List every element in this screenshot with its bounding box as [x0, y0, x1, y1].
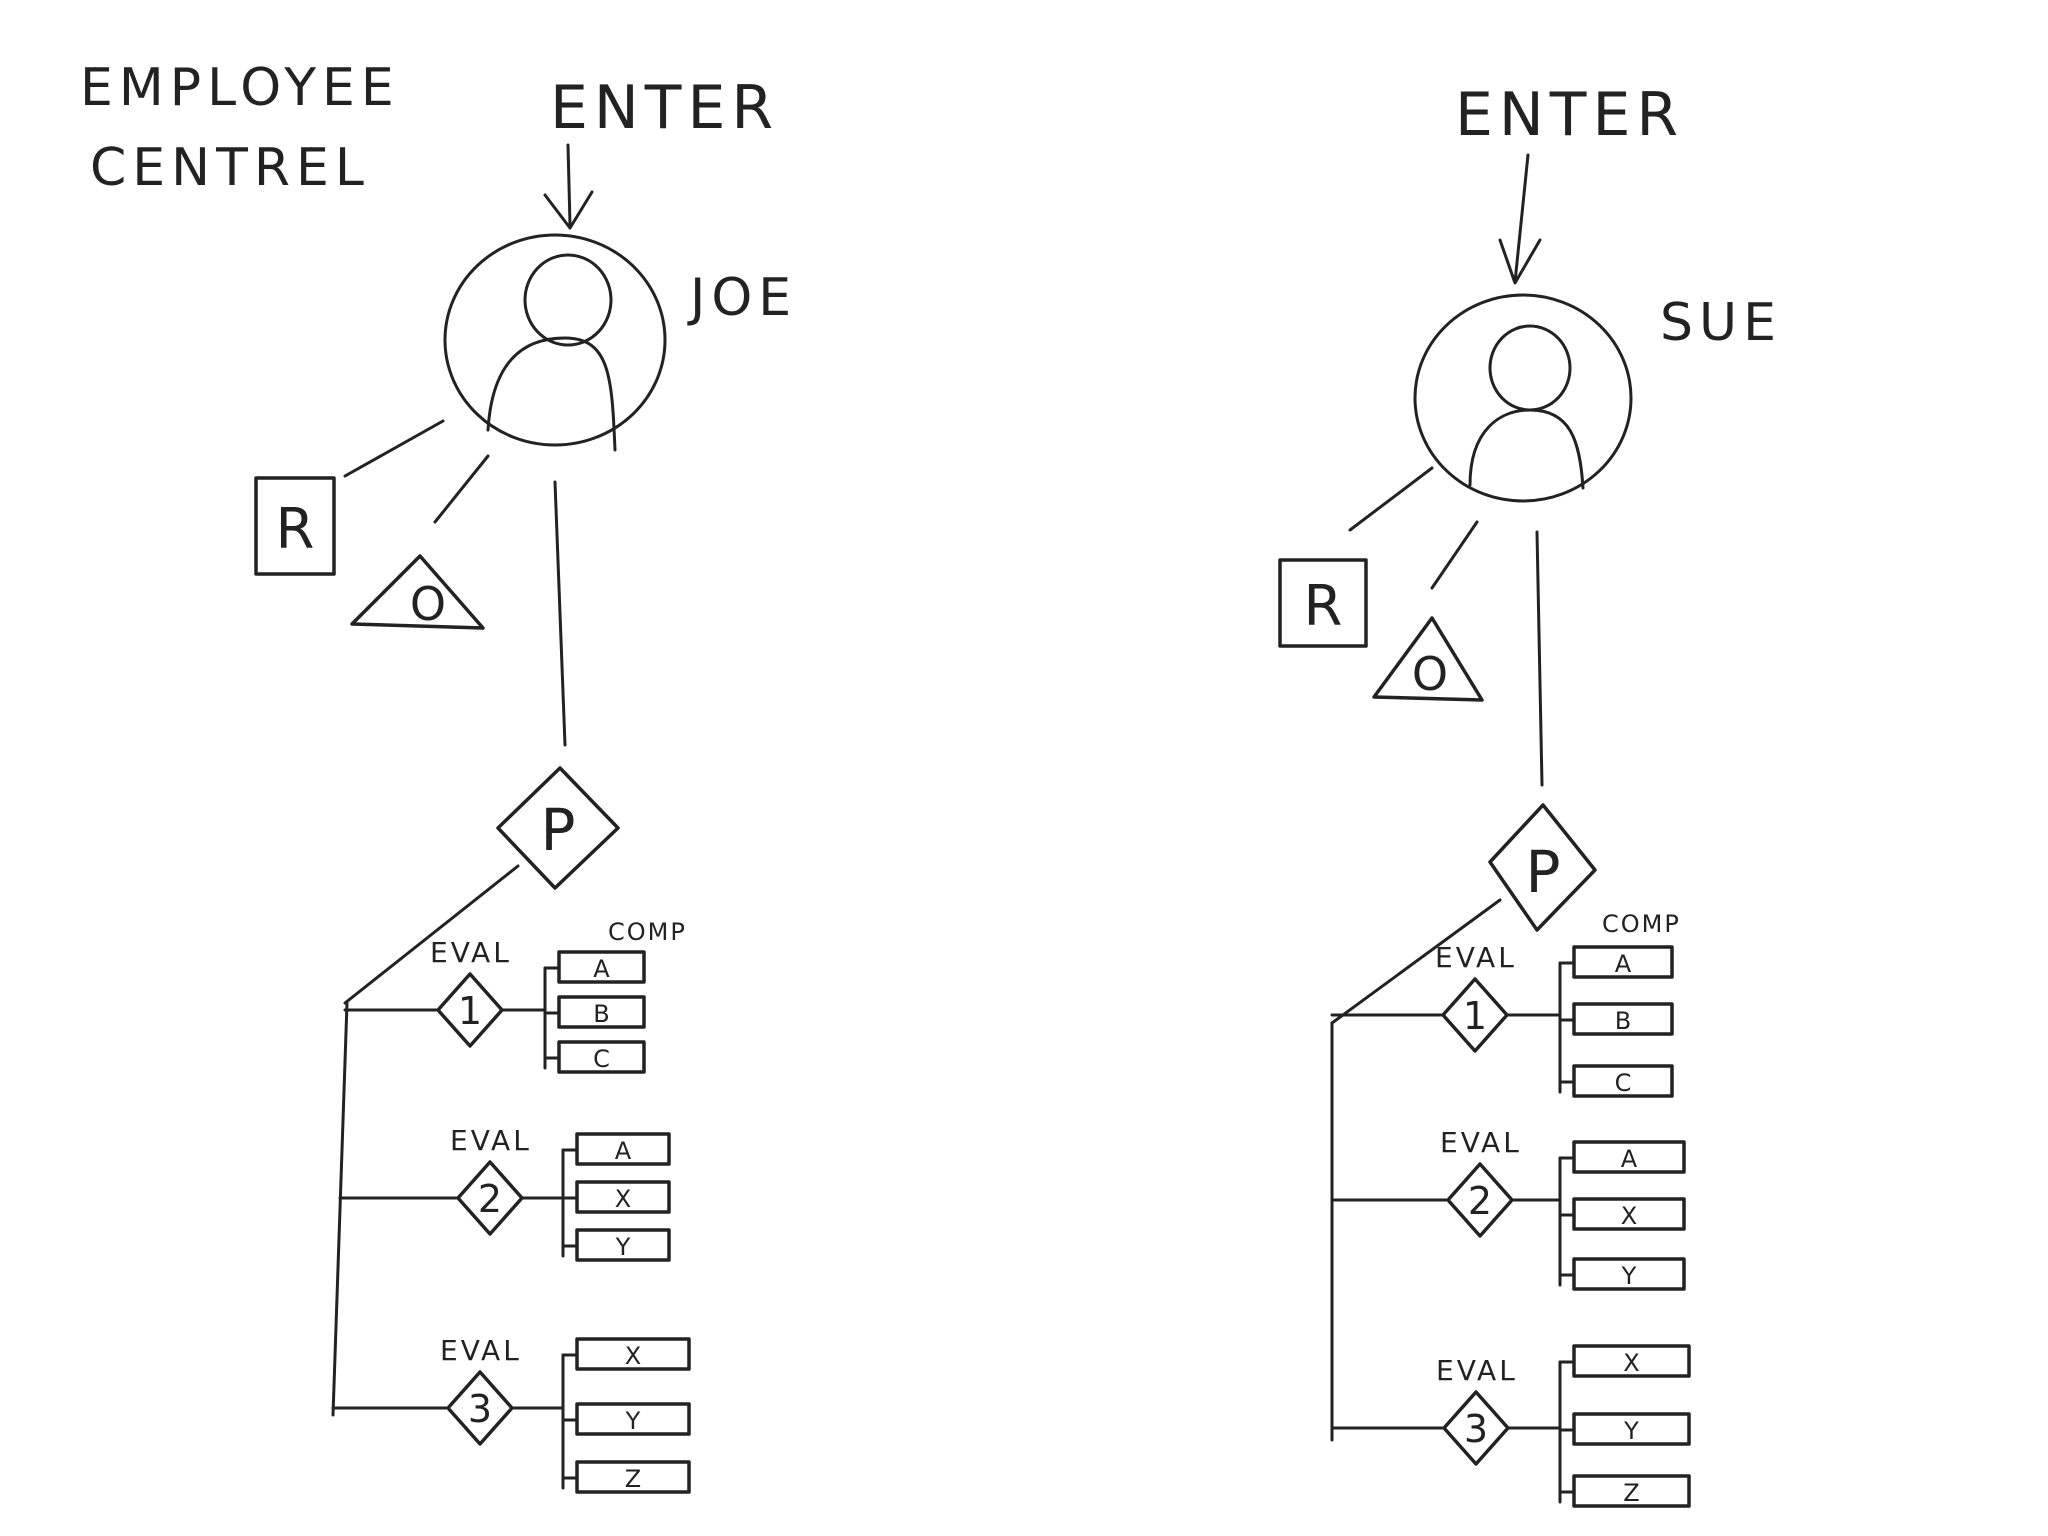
employee-name-joe: JOE [687, 268, 797, 328]
eval-3-right: EVAL 3 X Y Z [1330, 1344, 1691, 1508]
comp-box-y[interactable]: Y [575, 1228, 671, 1262]
comp-label: X [615, 1185, 631, 1213]
r-label-joe: R [276, 497, 315, 562]
comp-box-b[interactable]: B [557, 995, 646, 1029]
eval-diamond-1[interactable]: 1 [436, 972, 504, 1048]
comp-label: A [593, 955, 610, 983]
comp-box-a[interactable]: A [575, 1132, 671, 1166]
eval-label: EVAL [430, 936, 512, 969]
p-label-joe: P [541, 796, 576, 864]
o-label-sue: O [1412, 647, 1448, 701]
comp-box-b[interactable]: B [1572, 1002, 1674, 1036]
comp-label: A [1621, 1145, 1638, 1173]
eval-3-left: EVAL 3 X Y Z [331, 1334, 691, 1494]
p-label-sue: P [1526, 838, 1561, 906]
enter-arrow-sue [1498, 153, 1542, 285]
eval-label: EVAL [440, 1334, 522, 1367]
eval-number: 1 [458, 989, 482, 1033]
p-node-joe[interactable]: P [496, 766, 620, 890]
o-node-joe[interactable]: O [350, 554, 485, 631]
user-body-icon [1468, 408, 1585, 490]
employee-tree-joe: ENTER JOE R O P [254, 73, 797, 1494]
eval-1-right: EVAL 1 A B C [1330, 941, 1674, 1098]
employee-tree-sue: ENTER SUE R O P [1278, 80, 1782, 1508]
comp-label: X [1621, 1202, 1637, 1230]
comp-box-a[interactable]: A [1572, 1140, 1686, 1174]
eval-2-right: EVAL 2 A X Y [1330, 1126, 1686, 1291]
comp-label: A [615, 1137, 632, 1165]
comp-label-sue: COMP [1602, 910, 1681, 938]
comp-box-z[interactable]: Z [1572, 1474, 1691, 1508]
comp-box-a[interactable]: A [1572, 945, 1674, 979]
comp-box-c[interactable]: C [1572, 1064, 1674, 1098]
comp-box-x[interactable]: X [575, 1180, 671, 1214]
comp-box-y[interactable]: Y [1572, 1412, 1691, 1446]
comp-label: B [1615, 1007, 1631, 1035]
enter-arrow-joe [543, 143, 594, 230]
enter-label-joe: ENTER [550, 73, 779, 143]
title-line-2: CENTREL [90, 138, 370, 198]
eval-1-left: EVAL 1 ABC [343, 936, 646, 1074]
comp-label: X [1623, 1349, 1639, 1377]
p-node-sue[interactable]: P [1488, 803, 1597, 932]
eval-label: EVAL [450, 1124, 532, 1157]
comp-label: X [625, 1342, 641, 1370]
comp-box-y[interactable]: Y [575, 1402, 691, 1436]
eval-number: 1 [1463, 994, 1487, 1038]
o-label-joe: O [410, 577, 446, 631]
comp-label: Z [1623, 1479, 1639, 1507]
o-node-sue[interactable]: O [1372, 616, 1484, 702]
comp-box-a[interactable]: A [557, 950, 646, 984]
eval-number: 3 [1464, 1407, 1488, 1451]
eval-2-left: EVAL 2 AXY [338, 1124, 671, 1262]
comp-box-c[interactable]: C [557, 1040, 646, 1074]
user-head-icon [523, 253, 613, 347]
comp-box-z[interactable]: Z [575, 1460, 691, 1494]
comp-label: C [593, 1045, 610, 1073]
title-line-1: EMPLOYEE [80, 58, 400, 118]
comp-box-x[interactable]: X [1572, 1344, 1691, 1378]
eval-diamond-2[interactable]: 2 [1446, 1162, 1514, 1238]
user-body-icon [486, 336, 617, 452]
avatar-joe[interactable] [443, 233, 667, 452]
employee-name-sue: SUE [1660, 293, 1782, 353]
eval-label: EVAL [1435, 941, 1517, 974]
eval-diamond-3[interactable]: 3 [446, 1370, 514, 1446]
eval-number: 3 [468, 1387, 492, 1431]
eval-number: 2 [478, 1177, 502, 1221]
comp-box-x[interactable]: X [575, 1337, 691, 1371]
comp-box-y[interactable]: Y [1572, 1257, 1686, 1291]
comp-label: Y [625, 1407, 641, 1435]
comp-label: B [593, 1000, 609, 1028]
eval-diamond-3[interactable]: 3 [1442, 1390, 1510, 1466]
comp-label: C [1615, 1069, 1632, 1097]
eval-diamond-2[interactable]: 2 [456, 1160, 524, 1236]
comp-label: Z [625, 1465, 641, 1493]
comp-box-x[interactable]: X [1572, 1197, 1686, 1231]
eval-diamond-1[interactable]: 1 [1441, 977, 1509, 1053]
eval-label: EVAL [1436, 1354, 1518, 1387]
comp-label: Y [1621, 1262, 1637, 1290]
comp-label: Y [1623, 1417, 1639, 1445]
r-node-sue[interactable]: R [1278, 558, 1368, 648]
r-label-sue: R [1304, 574, 1343, 639]
eval-number: 2 [1468, 1179, 1492, 1223]
r-node-joe[interactable]: R [254, 476, 336, 576]
comp-label-joe: COMP [608, 918, 687, 946]
avatar-sue[interactable] [1413, 293, 1633, 503]
eval-label: EVAL [1440, 1126, 1522, 1159]
user-head-icon [1488, 324, 1572, 412]
comp-label: Y [615, 1233, 631, 1261]
comp-label: A [1615, 950, 1632, 978]
enter-label-sue: ENTER [1455, 80, 1684, 150]
